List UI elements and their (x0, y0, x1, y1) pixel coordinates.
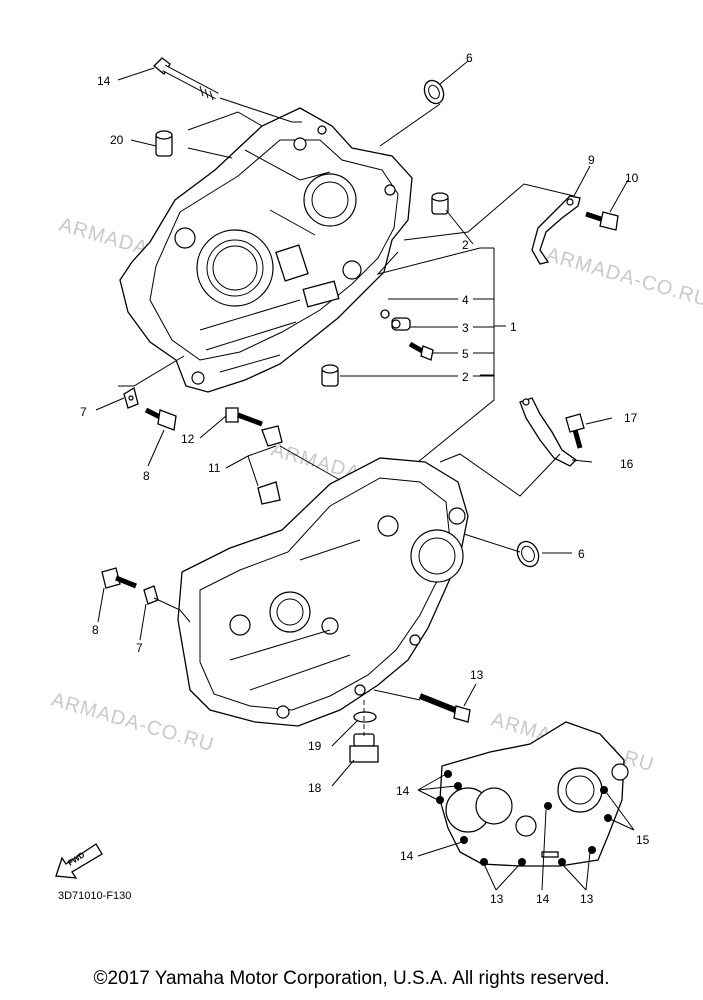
callout-14-view-b: 14 (400, 849, 414, 863)
callout-13-bolt: 13 (470, 668, 484, 682)
part-2-dowel-pin-lower (321, 364, 339, 387)
part-10-bolt (585, 211, 619, 231)
part-19-gasket (353, 711, 377, 723)
callout-1: 1 (510, 320, 517, 334)
part-8-bolt-upper (144, 407, 177, 431)
callout-18: 18 (308, 781, 322, 795)
part-12-bolt (225, 407, 263, 427)
callout-20: 20 (110, 133, 124, 147)
part-4-o-ring (380, 309, 390, 319)
callout-16: 16 (620, 457, 634, 471)
callout-5: 5 (462, 347, 469, 361)
callout-8-upper: 8 (143, 469, 150, 483)
part-20-dowel-pin (155, 130, 173, 157)
lower-crankcase (177, 457, 469, 727)
watermark-4: ARMADA-CO.RU (49, 689, 217, 757)
callout-7-upper: 7 (80, 405, 87, 419)
part-17-bolt (565, 413, 585, 449)
part-14-long-bolt (153, 57, 219, 101)
callout-3: 3 (462, 321, 469, 335)
part-11-plate-b (257, 481, 281, 505)
part-2-dowel-pin-upper (431, 192, 449, 215)
upper-main-bearing-bore (196, 229, 274, 307)
callout-7-lower: 7 (136, 641, 143, 655)
callout-19: 19 (308, 739, 322, 753)
callout-14-view-c: 14 (536, 892, 550, 906)
callout-12: 12 (181, 432, 195, 446)
part-8-bolt-lower (101, 567, 137, 589)
callout-17: 17 (624, 411, 638, 425)
callout-15: 15 (636, 833, 650, 847)
callout-14-top: 14 (97, 74, 111, 88)
part-18-drain-bolt (349, 733, 379, 763)
part-11-plate-a (261, 425, 283, 447)
leader-lines (95, 60, 635, 891)
copyright-notice: ©2017 Yamaha Motor Corporation, U.S.A. A… (93, 968, 610, 989)
part-9-bracket (531, 195, 581, 265)
part-6-oil-seal-upper (423, 79, 445, 105)
callout-6-upper: 6 (466, 51, 473, 65)
part-7-plate-lower (143, 585, 159, 605)
diagram-code: 3D71010-F130 (58, 890, 131, 902)
upper-crankcase (119, 107, 413, 393)
part-7-plate-upper (123, 386, 139, 409)
part-3-fitting (391, 317, 411, 331)
callout-2-upper: 2 (462, 238, 469, 252)
bolt-pattern-view (436, 721, 629, 867)
part-5-bolt (408, 341, 434, 361)
callout-10: 10 (625, 171, 639, 185)
callout-4: 4 (462, 293, 469, 307)
part-13-bolt (418, 693, 471, 723)
callout-13-view-left: 13 (490, 892, 504, 906)
callout-14-view-a: 14 (396, 784, 410, 798)
callout-8-lower: 8 (92, 623, 99, 637)
part-16-bracket (519, 397, 578, 467)
callout-11: 11 (208, 461, 221, 475)
callout-9: 9 (588, 153, 595, 167)
callout-13-view-right: 13 (580, 892, 594, 906)
callout-2-lower: 2 (462, 370, 469, 384)
part-6-oil-seal-lower (516, 540, 540, 568)
callout-labels: 1 2 2 3 4 5 6 6 7 7 8 8 9 10 11 12 13 13… (80, 51, 650, 906)
callout-6-lower: 6 (578, 547, 585, 561)
fwd-arrow-icon: FWD (55, 843, 103, 879)
watermark-2: ARMADA-CO.RU (544, 244, 703, 312)
